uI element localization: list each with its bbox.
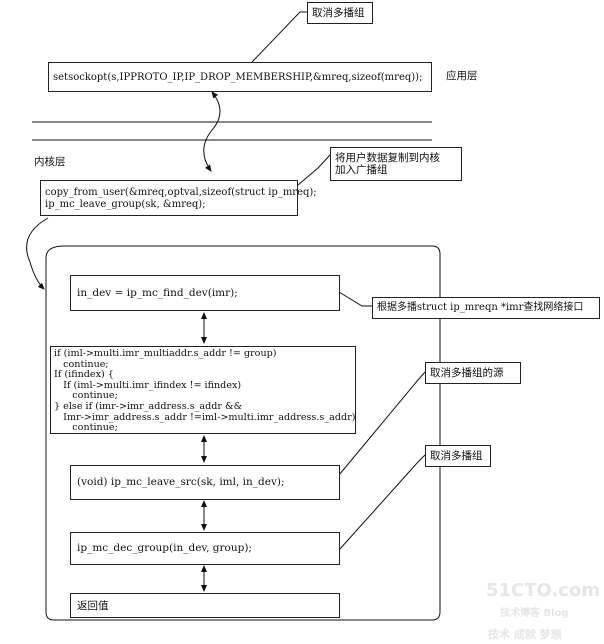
user-layer-label: 应用层 [446,70,478,82]
outer-frame [45,245,441,621]
dec-group-box: ip_mc_dec_group(in_dev, group); [70,532,340,565]
leader-cancel-multicast-2 [338,454,426,551]
leader-copy-to-kernel [297,154,331,186]
dec-group-code: ip_mc_dec_group(in_dev, group); [77,542,252,554]
watermark-site: 51CTO.com [486,580,601,601]
watermark-slogan: 技术 成就 梦想 [488,628,562,641]
return-value-box: 返回值 [70,593,340,618]
leader-find-interface [338,291,372,307]
callout-copy-to-kernel: 将用户数据复制到内核 加入广播组 [335,152,440,176]
if-block-box: if (iml->multi.imr_multiaddr.s_addr != g… [50,346,356,434]
leave-src-code: (void) ip_mc_leave_src(sk, iml, in_dev); [77,476,285,488]
find-dev-code: in_dev = ip_mc_find_dev(imr); [77,287,238,299]
leader-cancel-source [338,371,426,476]
callout-box-cancel-multicast: 取消多播组 [307,2,373,24]
copy-from-user-code: copy_from_user(&mreq,optval,sizeof(struc… [45,187,317,210]
callout-box-copy-to-kernel: 将用户数据复制到内核 加入广播组 [330,147,462,181]
callout-cancel-multicast: 取消多播组 [312,7,365,19]
if-block-code: if (iml->multi.imr_multiaddr.s_addr != g… [54,348,356,434]
return-value-label: 返回值 [77,600,109,612]
watermark-sub: 技术博客 Blog [500,608,569,619]
kernel-layer-label: 内核层 [34,156,66,168]
arrow-into-frame [26,217,49,290]
copy-from-user-box: copy_from_user(&mreq,optval,sizeof(struc… [40,180,317,216]
callout-box-cancel-source: 取消多播组的源 [425,362,521,384]
callout-box-cancel-multicast-2: 取消多播组 [425,445,491,467]
leader-cancel-multicast [251,11,307,63]
callout-cancel-multicast-2: 取消多播组 [430,450,483,462]
leave-src-box: (void) ip_mc_leave_src(sk, iml, in_dev); [70,465,340,500]
callout-find-interface: 根据多播struct ip_mreqn *imr查找网络接口 [377,302,584,313]
setsockopt-call: setsockopt(s,IPPROTO_IP,IP_DROP_MEMBERSH… [53,72,423,83]
callout-box-find-interface: 根据多播struct ip_mreqn *imr查找网络接口 [372,297,600,319]
find-dev-box: in_dev = ip_mc_find_dev(imr); [70,275,340,311]
setsockopt-box: setsockopt(s,IPPROTO_IP,IP_DROP_MEMBERSH… [48,62,432,92]
callout-cancel-source: 取消多播组的源 [430,367,504,379]
arrow-user-to-kernel [203,91,221,172]
